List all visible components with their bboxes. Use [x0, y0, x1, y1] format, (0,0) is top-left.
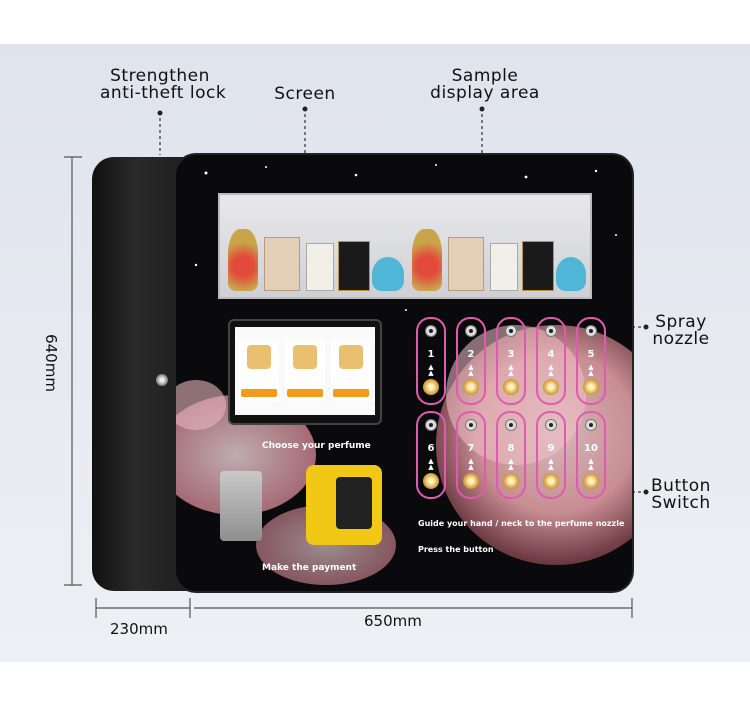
- spray-button-2[interactable]: [463, 379, 479, 395]
- nozzle-slot-3: 3 ▲▲: [496, 317, 526, 405]
- chevron-up-icon: ▲▲: [548, 363, 554, 377]
- spray-button-6[interactable]: [423, 473, 439, 489]
- spray-nozzle-icon: [505, 419, 517, 431]
- screen-product-1: [239, 341, 279, 401]
- height-dimension-label: 640mm: [41, 334, 60, 392]
- nozzle-number: 4: [547, 349, 555, 360]
- callout-lock-line1: Strengthen: [110, 66, 210, 86]
- spray-nozzle-icon: [425, 419, 437, 431]
- perfume-bottle-1: [228, 229, 258, 291]
- spray-nozzle-icon: [585, 325, 597, 337]
- callout-screen: Screen: [274, 84, 336, 104]
- perfume-bottle-5: [372, 257, 404, 291]
- chevron-up-icon: ▲▲: [588, 363, 594, 377]
- screen-product-3: [331, 341, 371, 401]
- choose-perfume-text: Choose your perfume: [262, 441, 371, 451]
- perfume-bottle-9: [522, 241, 554, 291]
- spray-button-3[interactable]: [503, 379, 519, 395]
- anti-theft-lock-icon: [156, 374, 168, 386]
- spray-button-8[interactable]: [503, 473, 519, 489]
- callout-spray-nozzle: Spray nozzle: [646, 314, 716, 348]
- nozzle-slot-10: 10 ▲▲: [576, 411, 606, 499]
- touch-screen-display: [235, 327, 375, 415]
- nozzle-number: 6: [427, 443, 435, 454]
- width-dimension-label: 650mm: [364, 612, 422, 630]
- depth-dimension-label: 230mm: [110, 620, 168, 638]
- nozzle-number: 2: [467, 349, 475, 360]
- nozzle-slot-4: 4 ▲▲: [536, 317, 566, 405]
- spray-nozzle-icon: [585, 419, 597, 431]
- nozzle-slot-6: 6 ▲▲: [416, 411, 446, 499]
- nozzle-slot-9: 9 ▲▲: [536, 411, 566, 499]
- callout-button-line1: Button: [651, 476, 711, 496]
- spray-nozzle-icon: [425, 325, 437, 337]
- spray-nozzle-icon: [545, 325, 557, 337]
- callout-button-line2: Switch: [651, 493, 711, 513]
- callout-anti-theft-lock: Strengthen anti-theft lock: [100, 66, 226, 102]
- chevron-up-icon: ▲▲: [548, 457, 554, 471]
- callout-spray-line1: Spray: [655, 312, 707, 332]
- chevron-up-icon: ▲▲: [508, 457, 514, 471]
- spray-nozzle-icon: [545, 419, 557, 431]
- chevron-up-icon: ▲▲: [468, 363, 474, 377]
- nozzle-number: 5: [587, 349, 595, 360]
- nozzle-number: 8: [507, 443, 515, 454]
- spray-button-9[interactable]: [543, 473, 559, 489]
- touch-screen: [228, 319, 382, 425]
- nozzle-number: 1: [427, 349, 435, 360]
- nozzle-slot-7: 7 ▲▲: [456, 411, 486, 499]
- nozzle-slot-5: 5 ▲▲: [576, 317, 606, 405]
- callout-lock-line2: anti-theft lock: [100, 83, 227, 103]
- chevron-up-icon: ▲▲: [508, 363, 514, 377]
- spray-nozzle-icon: [505, 325, 517, 337]
- nozzle-slot-8: 8 ▲▲: [496, 411, 526, 499]
- callout-sample-line2: display area: [430, 83, 540, 103]
- callout-spray-line2: nozzle: [652, 329, 710, 349]
- perfume-bottle-6: [412, 229, 442, 291]
- card-reader: [306, 465, 382, 545]
- spray-button-5[interactable]: [583, 379, 599, 395]
- nozzle-number: 3: [507, 349, 515, 360]
- callout-button-switch: Button Switch: [646, 478, 716, 512]
- spray-nozzle-icon: [465, 419, 477, 431]
- nozzle-number: 7: [467, 443, 475, 454]
- chevron-up-icon: ▲▲: [428, 457, 434, 471]
- spray-button-10[interactable]: [583, 473, 599, 489]
- chevron-up-icon: ▲▲: [428, 363, 434, 377]
- card-reader-screen: [336, 477, 372, 529]
- callout-sample-line1: Sample: [451, 66, 519, 86]
- perfume-bottle-10: [556, 257, 586, 291]
- perfume-bottle-8: [490, 243, 518, 291]
- guide-hand-text: Guide your hand / neck to the perfume no…: [418, 519, 625, 528]
- spray-nozzle-icon: [465, 325, 477, 337]
- perfume-bottle-4: [338, 241, 370, 291]
- spray-button-7[interactable]: [463, 473, 479, 489]
- chevron-up-icon: ▲▲: [588, 457, 594, 471]
- coin-acceptor: [220, 471, 262, 541]
- cabinet-front: Choose your perfume Make the payment Gui…: [176, 155, 632, 591]
- sample-display-shelf: [218, 193, 592, 299]
- screen-product-2: [285, 341, 325, 401]
- spray-button-1[interactable]: [423, 379, 439, 395]
- callout-sample-display: Sample display area: [425, 68, 545, 102]
- make-payment-text: Make the payment: [262, 563, 357, 573]
- perfume-bottle-3: [306, 243, 334, 291]
- perfume-bottle-2: [264, 237, 300, 291]
- nozzle-number: 9: [547, 443, 555, 454]
- press-button-text: Press the button: [418, 545, 494, 554]
- nozzle-slot-1: 1 ▲▲: [416, 317, 446, 405]
- nozzle-slot-2: 2 ▲▲: [456, 317, 486, 405]
- chevron-up-icon: ▲▲: [468, 457, 474, 471]
- perfume-bottle-7: [448, 237, 484, 291]
- spray-button-4[interactable]: [543, 379, 559, 395]
- nozzle-number: 10: [584, 443, 598, 454]
